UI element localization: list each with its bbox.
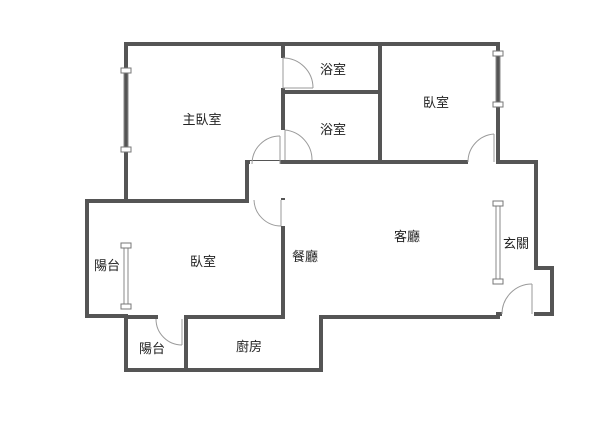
room-labels: 浴室 浴室 主臥室 臥室 臥室 客廳 餐廳 玄關 陽台 陽台 廚房 [94,62,529,357]
door-master-bedroom [250,135,281,167]
window-living-room [492,200,504,285]
label-bedroom-left: 臥室 [190,254,216,270]
wall-left-rooms-divider [124,160,285,203]
label-bath-mid: 浴室 [320,122,346,138]
label-kitchen: 廚房 [236,339,262,355]
label-balcony-left: 陽台 [94,259,120,274]
window-bedroom-right [492,50,504,108]
door-balcony-bottom [155,314,184,346]
windows [120,50,504,310]
door-bedroom-left [253,199,286,227]
walls [85,42,554,372]
door-bath-top [280,57,314,89]
outer-wall [85,42,554,372]
label-bedroom-right: 臥室 [423,95,449,111]
doors [155,57,534,346]
label-master-bedroom: 主臥室 [182,112,221,128]
window-master-bedroom [120,67,132,153]
label-dining-room: 餐廳 [292,249,318,265]
door-bath-mid [280,129,313,161]
label-living-room: 客廳 [394,229,420,245]
label-entrance: 玄關 [503,237,529,252]
label-bath-top: 浴室 [320,62,346,78]
door-entrance [501,283,534,317]
label-balcony-bottom: 陽台 [139,342,165,357]
door-bedroom-right [467,133,496,165]
window-balcony-left [120,242,132,310]
